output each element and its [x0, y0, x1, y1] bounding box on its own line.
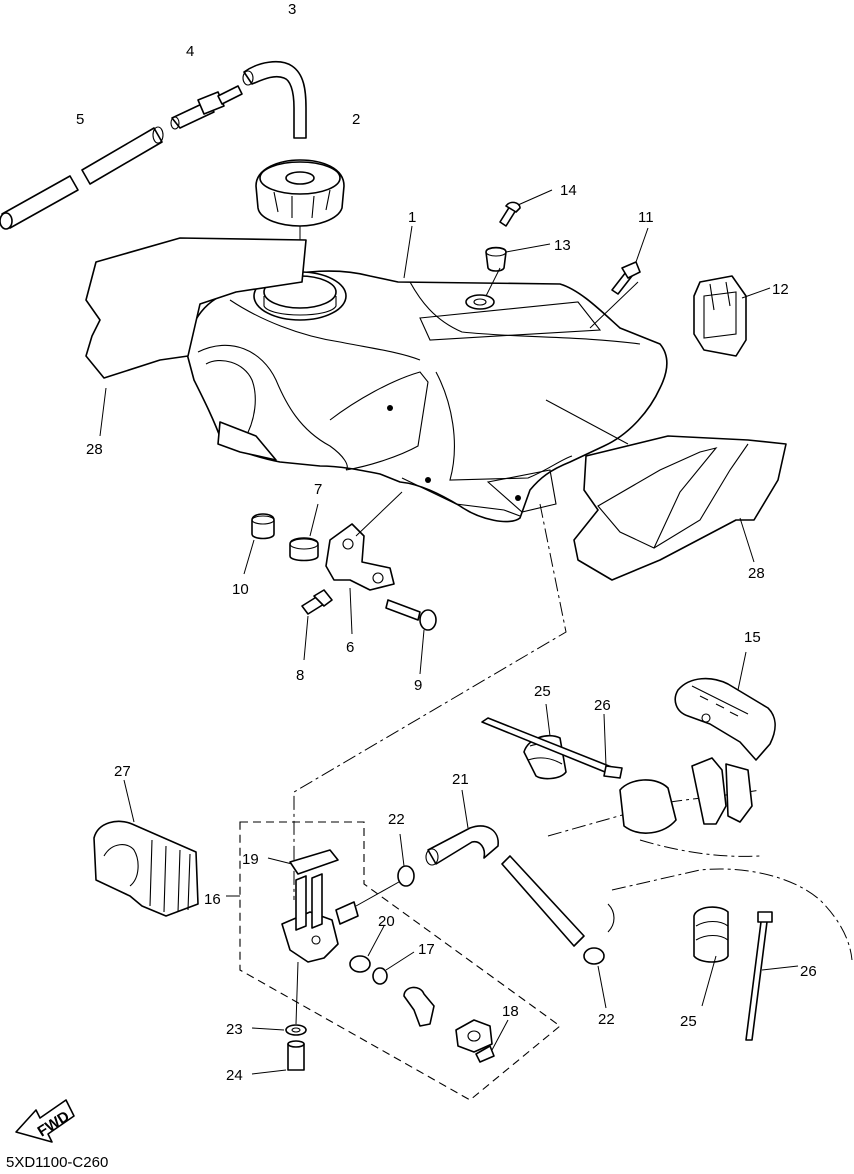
callout-9: 9 — [414, 677, 422, 694]
callout-13: 13 — [554, 237, 571, 254]
fwd-arrow-icon: FWD — [15, 1099, 75, 1143]
callout-23: 23 — [226, 1021, 243, 1038]
hose-joint-part-4 — [170, 85, 243, 130]
callout-26-lower: 26 — [800, 963, 817, 980]
callout-14: 14 — [560, 182, 577, 199]
guard-part-15 — [674, 651, 776, 761]
fuel-cock-body — [281, 873, 407, 1025]
graphic-right-part-28 — [545, 399, 787, 581]
cable-tie-part-26-upper — [481, 713, 623, 779]
callout-4: 4 — [186, 43, 194, 60]
o-ring-part-22-lower — [583, 947, 607, 1009]
o-ring-part-17 — [372, 951, 415, 985]
tank-cap-part-2 — [255, 159, 345, 280]
callout-19: 19 — [242, 851, 259, 868]
breather-hose-part-5 — [0, 126, 164, 230]
callout-15: 15 — [744, 629, 761, 646]
bolt-part-9 — [385, 599, 437, 675]
callout-25-upper: 25 — [534, 683, 551, 700]
callout-20: 20 — [378, 913, 395, 930]
diagram-code: 5XD1100-C260 — [6, 1154, 109, 1171]
protector-part-27 — [93, 779, 199, 917]
callout-1: 1 — [408, 209, 416, 226]
breather-hose-part-3 — [242, 60, 307, 139]
callout-7: 7 — [314, 481, 322, 498]
graphic-left-part-28 — [85, 237, 307, 437]
callout-18: 18 — [502, 1003, 519, 1020]
bolt-part-10 — [243, 513, 275, 575]
callout-27: 27 — [114, 763, 131, 780]
callout-3: 3 — [288, 1, 296, 18]
callout-11: 11 — [638, 209, 654, 226]
frame-outline — [547, 757, 853, 961]
screw-part-18 — [475, 1019, 509, 1063]
fuel-cock-assembly-part-16 — [226, 821, 561, 1101]
callout-5: 5 — [76, 111, 84, 128]
callout-28-right: 28 — [748, 565, 765, 582]
callout-8: 8 — [296, 667, 304, 684]
callout-28-left: 28 — [86, 441, 103, 458]
damper-clip-part-12 — [693, 275, 771, 357]
bolt-part-8 — [301, 589, 333, 661]
fuel-tank-part-1 — [185, 225, 668, 523]
fuel-hose-part-21 — [425, 789, 585, 947]
cable-tie-part-26-lower — [745, 911, 799, 1041]
plate-part — [455, 1019, 493, 1053]
bolt-part-24 — [251, 1040, 305, 1075]
callout-17: 17 — [418, 941, 435, 958]
callout-2: 2 — [352, 111, 360, 128]
washer-part-23 — [251, 1024, 307, 1036]
bracket-part-6 — [325, 491, 403, 635]
callout-6: 6 — [346, 639, 354, 656]
callout-25-lower: 25 — [680, 1013, 697, 1030]
callout-22-lower: 22 — [598, 1011, 615, 1028]
o-ring-part-22-upper — [397, 833, 415, 887]
callout-10: 10 — [232, 581, 249, 598]
collar-part-7 — [289, 503, 319, 562]
callout-16: 16 — [204, 891, 221, 908]
bolt-part-11 — [611, 227, 649, 295]
plug-part-20 — [349, 925, 385, 973]
callout-22-upper: 22 — [388, 811, 405, 828]
clamp-part-25-lower — [693, 906, 729, 1007]
lever-part — [403, 986, 435, 1027]
callout-21: 21 — [452, 771, 469, 788]
callout-12: 12 — [772, 281, 789, 298]
collar-part-13 — [485, 243, 551, 272]
bolt-part-14 — [499, 189, 553, 227]
filter-part-19 — [267, 849, 339, 875]
callout-26-upper: 26 — [594, 697, 611, 714]
callout-24: 24 — [226, 1067, 243, 1084]
